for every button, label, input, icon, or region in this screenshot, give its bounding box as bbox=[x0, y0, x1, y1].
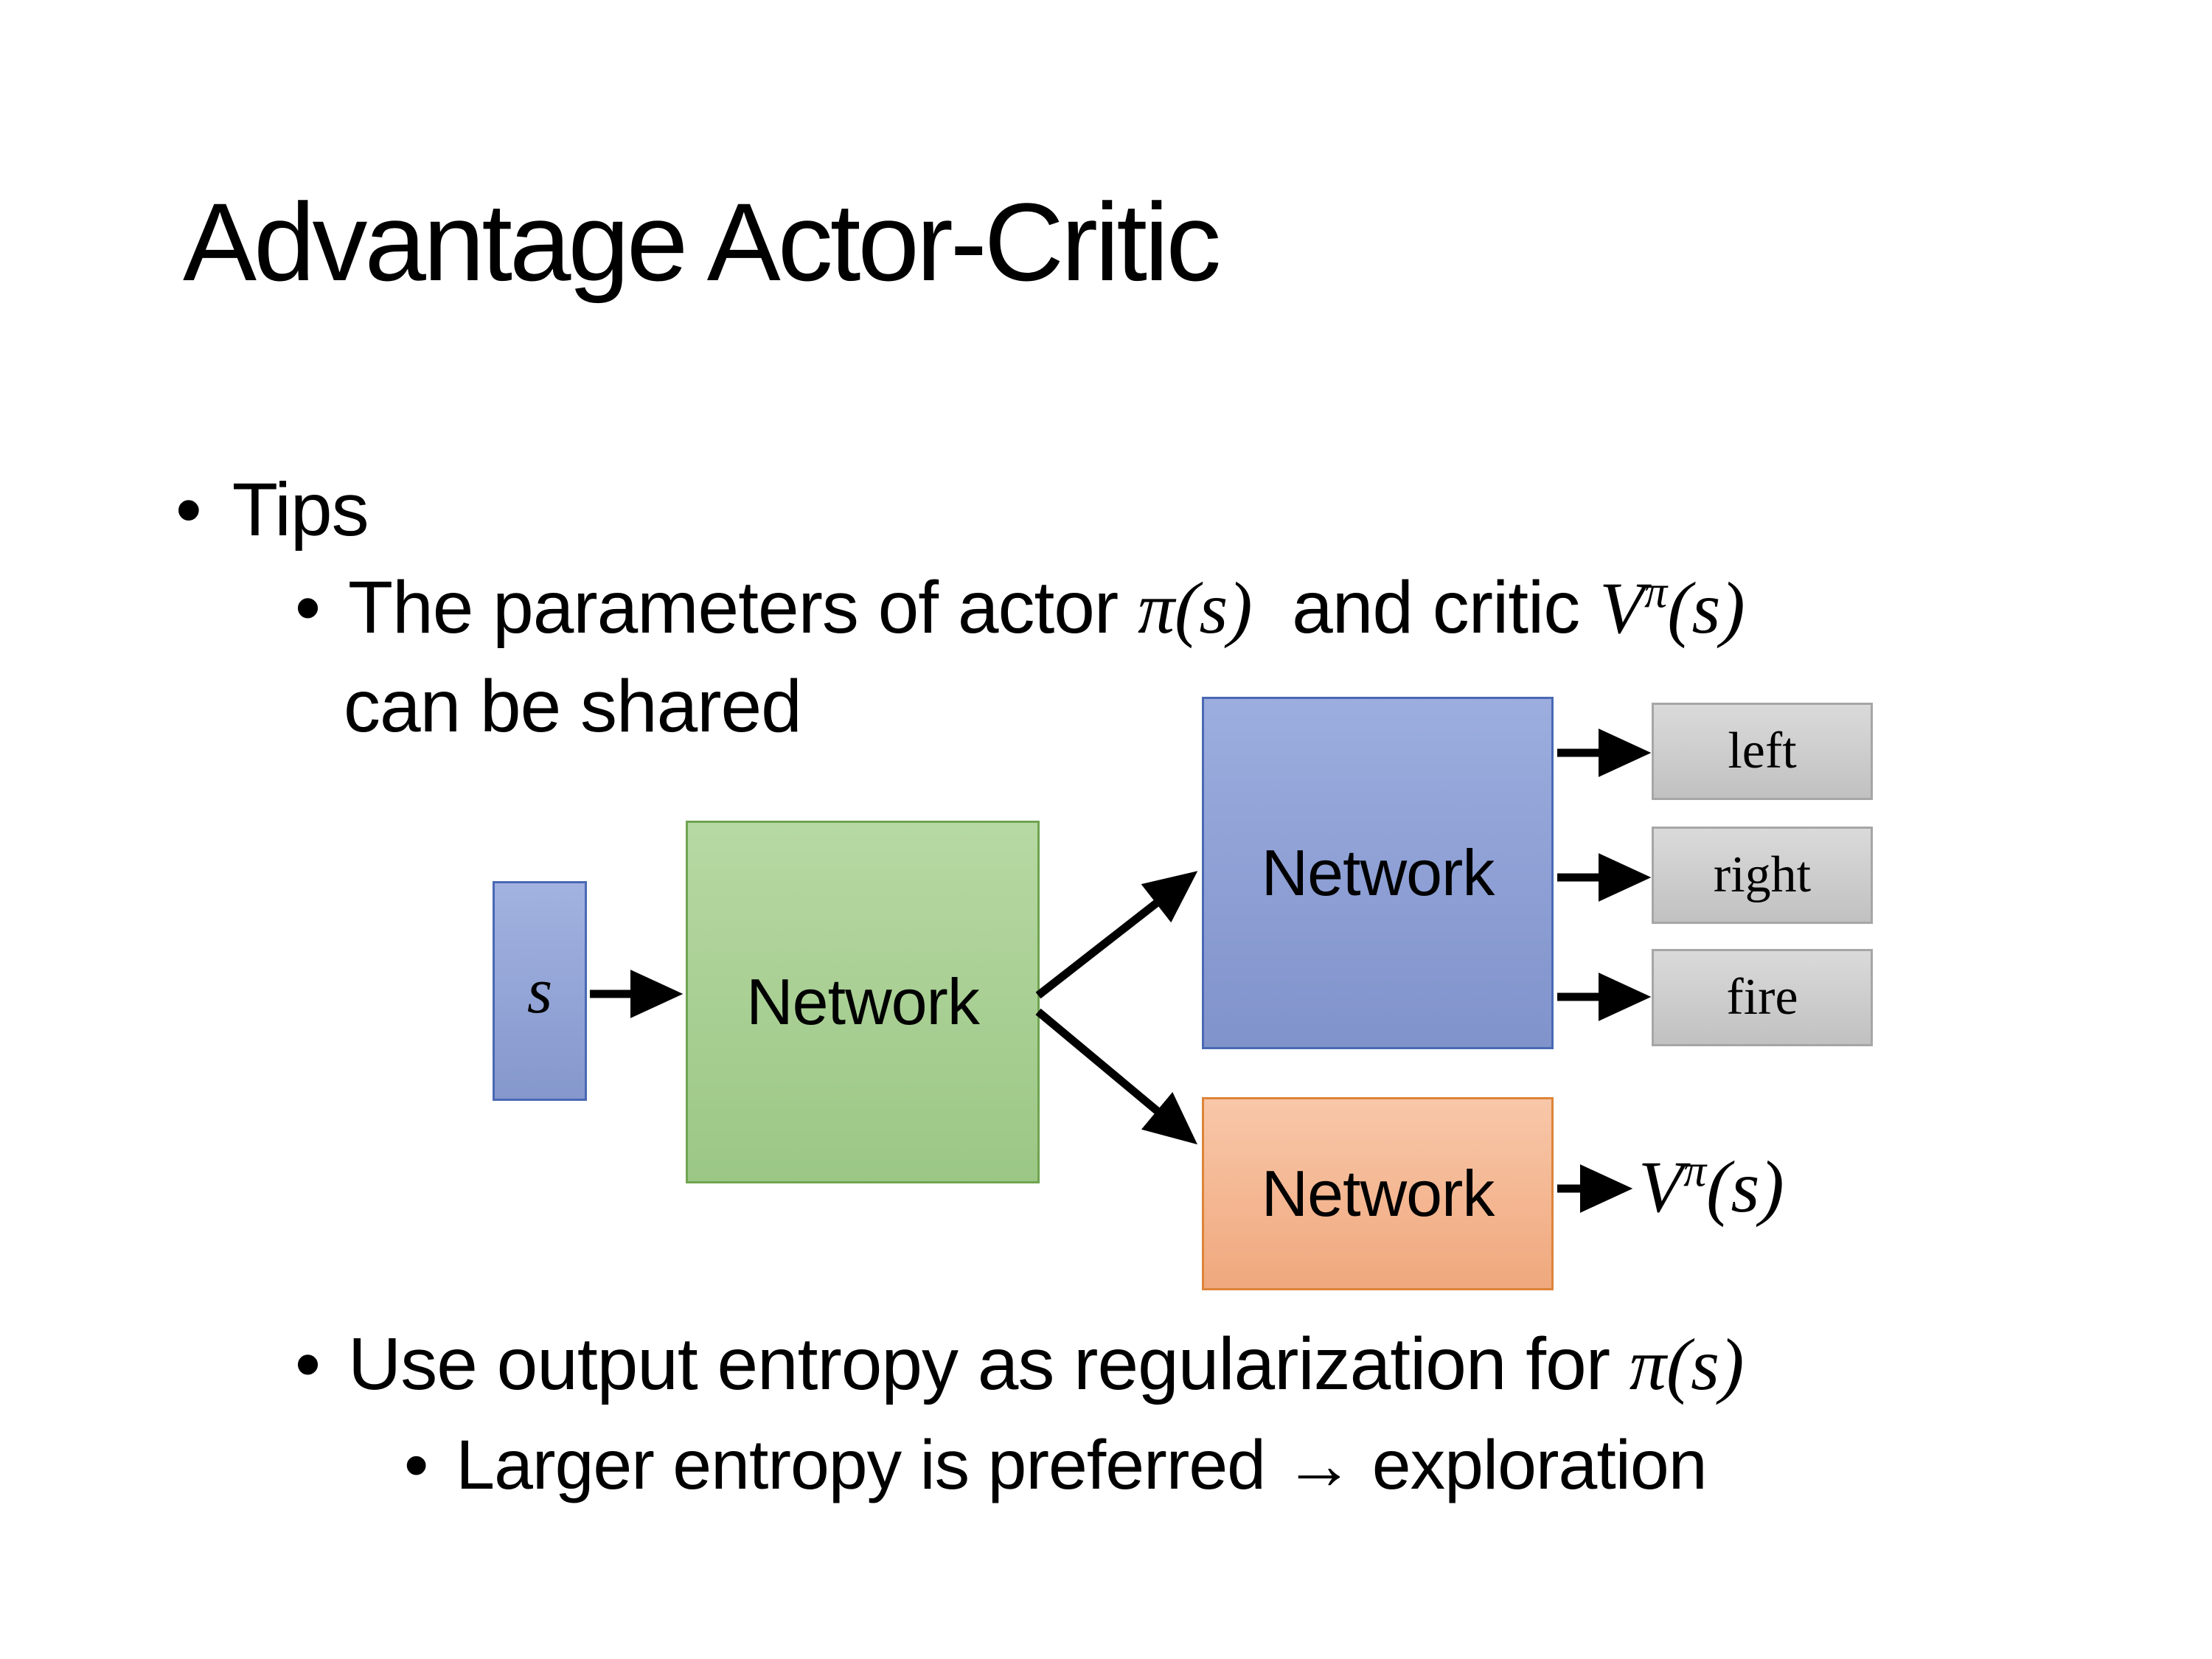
action-box-left: left bbox=[1652, 703, 1873, 800]
action-box-fire: fire bbox=[1652, 949, 1873, 1046]
critic-network-label: Network bbox=[1261, 1157, 1495, 1230]
parameters-text-pre: The parameters of actor bbox=[348, 566, 1138, 649]
v-sup: π bbox=[1644, 567, 1668, 618]
action-label-left: left bbox=[1728, 723, 1797, 779]
bullet-parameters: • The parameters of actor π(s) and criti… bbox=[295, 562, 1745, 654]
bullet-icon: • bbox=[295, 1323, 321, 1405]
bullet-entropy: • Use output entropy as regularization f… bbox=[295, 1318, 1744, 1411]
value-base: V bbox=[1638, 1146, 1684, 1228]
action-label-right: right bbox=[1713, 846, 1812, 903]
entropy-text-pre: Use output entropy as regularization for bbox=[348, 1323, 1630, 1405]
pi-s-math: π(s) bbox=[1137, 567, 1253, 649]
value-sup: π bbox=[1683, 1146, 1707, 1197]
bullet-larger-entropy: • Larger entropy is preferred → explorat… bbox=[404, 1422, 1708, 1509]
bullet-icon: • bbox=[295, 566, 321, 649]
shared-network-label: Network bbox=[746, 965, 980, 1038]
arrow-shared-to-actor bbox=[1035, 871, 1198, 999]
parameters-line2: can be shared bbox=[344, 665, 802, 748]
actor-network-label: Network bbox=[1261, 836, 1495, 909]
v-base: V bbox=[1599, 567, 1645, 649]
v-args: (s) bbox=[1667, 567, 1745, 649]
action-label-fire: fire bbox=[1726, 969, 1798, 1026]
bullet-icon: • bbox=[175, 467, 202, 552]
tips-label: Tips bbox=[232, 467, 369, 552]
page-title: Advantage Actor-Critic bbox=[183, 180, 1221, 304]
state-input-box: s bbox=[493, 881, 587, 1101]
state-label: s bbox=[526, 955, 553, 1027]
value-output-label: Vπ(s) bbox=[1638, 1139, 1784, 1235]
bullet-tips: • Tips bbox=[175, 463, 369, 557]
parameters-text-mid: and critic bbox=[1252, 566, 1600, 649]
larger-entropy-label: Larger entropy is preferred → exploratio… bbox=[456, 1426, 1707, 1504]
shared-network-box: Network bbox=[686, 821, 1040, 1183]
v-pi-s-math: Vπ(s) bbox=[1599, 567, 1745, 649]
parameters-line: The parameters of actor π(s) and critic … bbox=[348, 562, 1745, 654]
arrow-shared-to-critic bbox=[1035, 1008, 1197, 1145]
value-args: (s) bbox=[1706, 1146, 1784, 1228]
pi-s-math: π(s) bbox=[1629, 1324, 1745, 1405]
action-box-right: right bbox=[1652, 827, 1873, 924]
critic-network-box: Network bbox=[1202, 1097, 1554, 1290]
entropy-line: Use output entropy as regularization for… bbox=[348, 1318, 1744, 1411]
actor-network-box: Network bbox=[1202, 697, 1554, 1049]
bullet-icon: • bbox=[404, 1426, 428, 1504]
